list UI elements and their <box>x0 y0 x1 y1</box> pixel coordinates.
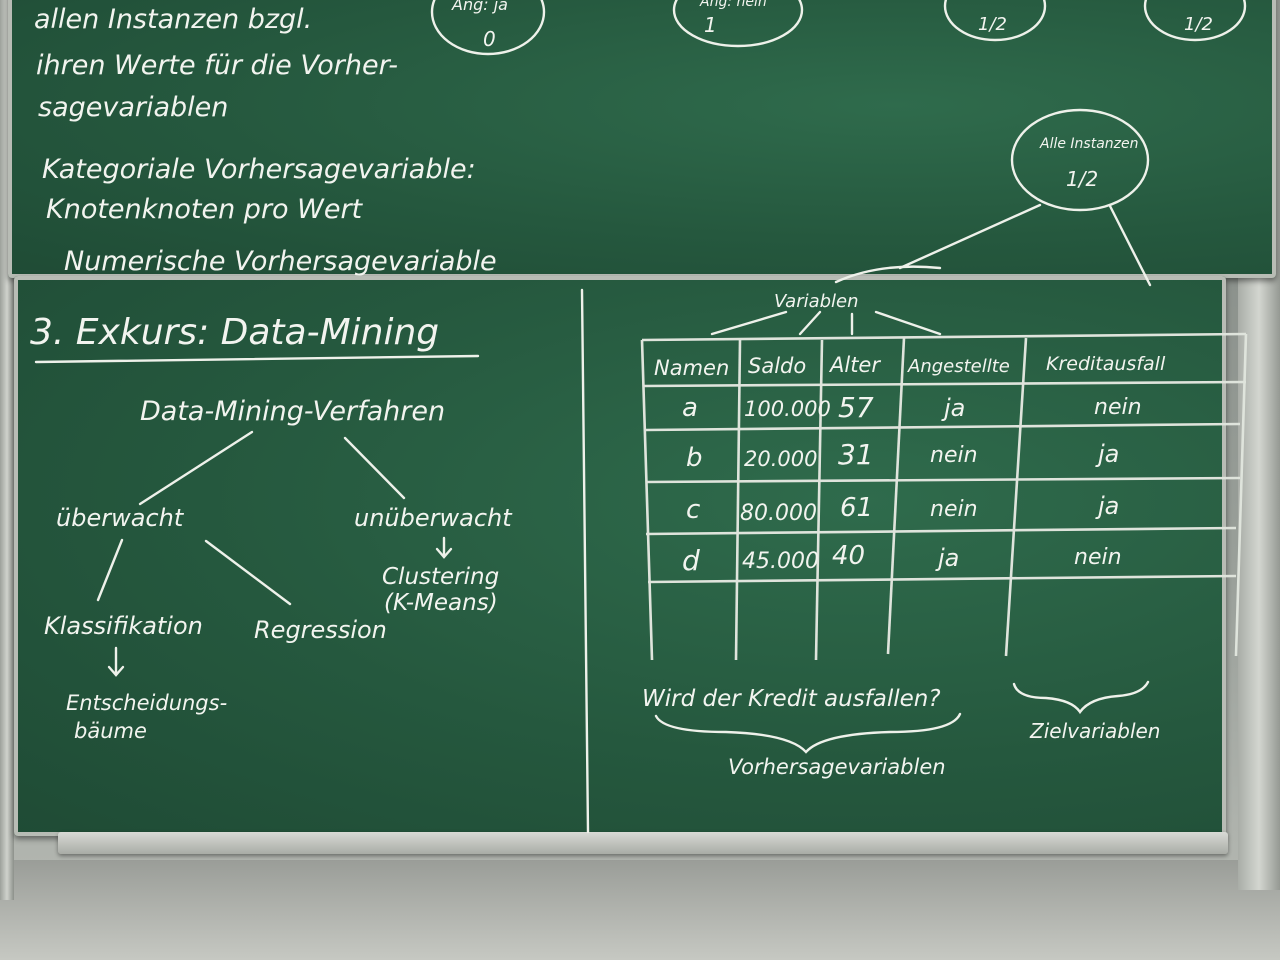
cell-alter: 57 <box>838 391 874 424</box>
root-node-label: Alle Instanzen <box>1039 136 1139 152</box>
table-border <box>886 337 906 655</box>
cell-alter: 40 <box>832 541 865 571</box>
upper-line-4: Kategoriale Vorhersagevariable: <box>42 154 476 185</box>
header-saldo: Saldo <box>748 354 806 378</box>
data-table: Variablen Namen Saldo Alter Angestellte … <box>640 291 1248 779</box>
cell-kreditausfall: ja <box>1095 440 1119 468</box>
branch-line <box>138 430 254 506</box>
header-name: Namen <box>654 356 729 380</box>
decision-trees-line-2: bäume <box>74 719 147 743</box>
section-heading: 3. Exkurs: Data-Mining <box>30 312 439 353</box>
cell-saldo: 80.000 <box>740 501 817 526</box>
tree-node-ellipse <box>943 0 1047 42</box>
table-border <box>647 574 1237 584</box>
table-border <box>645 526 1237 536</box>
regression-label: Regression <box>254 616 387 644</box>
cell-alter: 31 <box>838 438 874 471</box>
branch-line <box>343 436 406 500</box>
cell-kreditausfall: nein <box>1074 545 1122 570</box>
cell-angestellte: ja <box>935 544 959 572</box>
table-border <box>645 422 1241 432</box>
supervised-label: überwacht <box>56 504 185 532</box>
table-border <box>814 339 824 661</box>
branch-line <box>898 203 1042 270</box>
brace-line <box>710 310 788 336</box>
cell-kreditausfall: nein <box>1094 395 1142 420</box>
upper-line-3: sagevariablen <box>38 92 228 123</box>
arrow-down-icon <box>107 646 125 677</box>
floor <box>0 860 1280 960</box>
variables-label: Variablen <box>774 291 859 312</box>
tree-node-ellipse <box>672 0 804 48</box>
upper-line-2: ihren Werte für die Vorher- <box>36 50 398 81</box>
cell-saldo: 45.000 <box>742 549 819 574</box>
table-border <box>645 476 1241 484</box>
header-alter: Alter <box>828 353 881 377</box>
header-angestellte: Angestellte <box>907 356 1010 377</box>
cell-kreditausfall: ja <box>1095 492 1119 520</box>
root-node-value: 1/2 <box>1066 167 1098 191</box>
chalk-tray <box>58 832 1228 854</box>
cell-angestellte: nein <box>930 497 978 522</box>
table-border <box>1004 337 1028 657</box>
node-label: Ang: ja <box>451 0 508 14</box>
table-border <box>641 332 1247 342</box>
kmeans-label: (K-Means) <box>384 590 498 616</box>
cell-angestellte: ja <box>941 394 965 422</box>
node-label: Ang: nein <box>699 0 767 10</box>
table-border <box>640 339 654 661</box>
tree-node-ellipse <box>430 0 546 56</box>
brace-line <box>798 310 822 336</box>
partial-node-arc <box>834 265 942 284</box>
cell-name: b <box>686 443 703 473</box>
node-value: 1 <box>704 13 717 37</box>
method-label: Data-Mining-Verfahren <box>140 396 445 427</box>
heading-underline <box>34 354 480 364</box>
unsupervised-label: unüberwacht <box>354 504 513 532</box>
table-border <box>1234 333 1248 657</box>
question-text: Wird der Kredit ausfallen? <box>642 686 941 712</box>
board-divider-line <box>580 288 590 834</box>
cell-alter: 61 <box>840 493 873 523</box>
cell-name: c <box>686 495 700 525</box>
curly-brace <box>654 712 962 754</box>
arrow-down-icon <box>435 536 453 559</box>
branch-line <box>204 539 292 606</box>
upper-line-1: allen Instanzen bzgl. <box>34 4 312 35</box>
cell-angestellte: nein <box>930 443 978 468</box>
branch-line <box>1108 204 1152 287</box>
upper-board-notes: allen Instanzen bzgl. ihren Werte für di… <box>34 4 497 277</box>
branch-line <box>96 538 124 602</box>
node-value: 1/2 <box>1184 14 1213 35</box>
header-kreditausfall: Kreditausfall <box>1046 353 1166 375</box>
table-border <box>734 339 742 661</box>
cell-name: d <box>682 544 700 577</box>
tree-node-ellipse <box>1143 0 1247 42</box>
root-node-ellipse <box>1010 108 1150 212</box>
upper-line-6: Numerische Vorhersagevariable <box>64 246 497 277</box>
clustering-label: Clustering <box>382 564 499 590</box>
node-value: 1/2 <box>978 14 1007 35</box>
cell-saldo: 20.000 <box>744 447 817 471</box>
brace-line <box>874 310 942 336</box>
table-border <box>643 380 1247 388</box>
cell-saldo: 100.000 <box>744 397 831 421</box>
cell-name: a <box>682 393 698 423</box>
upper-tree-nodes: Ang: ja 0 Ang: nein 1 1/2 1/2 Alle Insta… <box>430 0 1247 287</box>
left-mindmap: 3. Exkurs: Data-Mining Data-Mining-Verfa… <box>30 312 513 743</box>
upper-chalkboard <box>8 0 1276 278</box>
classification-label: Klassifikation <box>44 612 203 640</box>
target-label: Zielvariablen <box>1029 719 1160 743</box>
node-value: 0 <box>483 27 496 51</box>
predictor-label: Vorhersagevariablen <box>728 755 946 779</box>
curly-brace <box>1012 680 1150 715</box>
upper-line-5: Knotenknoten pro Wert <box>46 194 364 225</box>
decision-trees-line-1: Entscheidungs- <box>66 691 227 715</box>
